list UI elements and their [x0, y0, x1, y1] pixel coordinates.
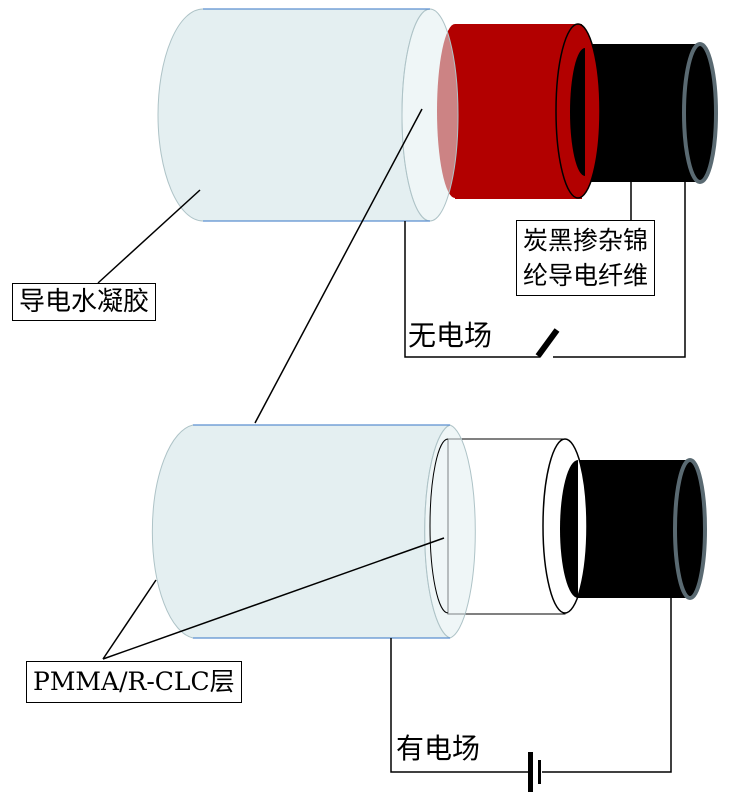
bottom-device: [102, 424, 707, 792]
pmma-layer-label: PMMA/R-CLC层: [26, 661, 242, 703]
hydrogel-leader: [97, 189, 201, 284]
hydrogel-label: 导电水凝胶: [12, 283, 157, 321]
pmma-leader-2: [102, 537, 445, 660]
battery-icon: [528, 752, 541, 792]
top-device: [97, 8, 718, 424]
bottom-circuit-wire: [390, 598, 672, 773]
top-hydrogel: [157, 8, 459, 222]
with-field-label: 有电场: [396, 732, 481, 765]
fiber-label: 炭黑掺杂锦 纶导电纤维: [516, 220, 656, 296]
top-circuit-wire: [404, 181, 686, 358]
no-field-label: 无电场: [408, 319, 493, 352]
open-switch[interactable]: [535, 328, 560, 358]
top-red-layer: [437, 23, 601, 199]
pmma-leader-1: [102, 579, 157, 660]
layer-connector-leader: [254, 108, 423, 424]
bottom-hydrogel: [151, 424, 476, 639]
